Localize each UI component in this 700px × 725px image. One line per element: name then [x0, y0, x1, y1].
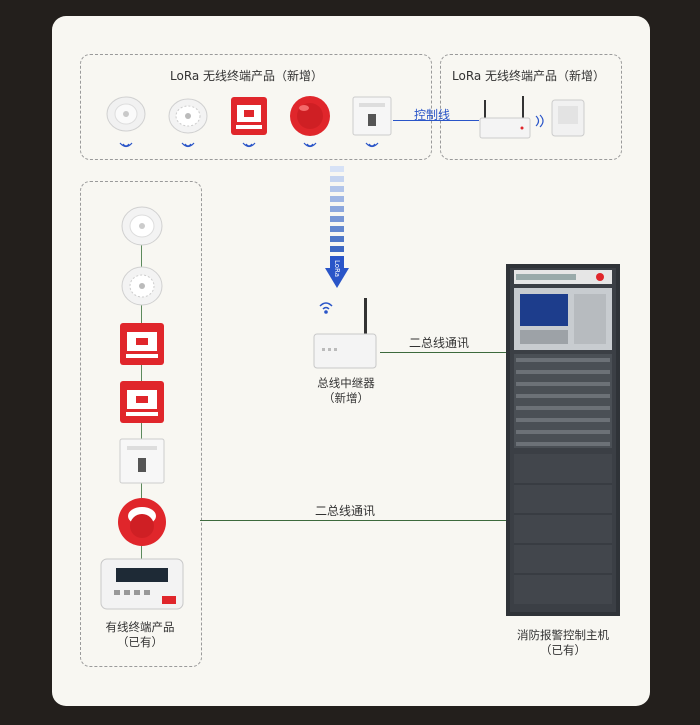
host-caption-line1: 消防报警控制主机 — [517, 628, 609, 642]
fire-alarm-host-cabinet-icon — [506, 264, 620, 616]
wired-fire-hydrant-button-icon — [120, 381, 164, 423]
bus-line-bottom — [200, 520, 506, 521]
bus-relay-icon — [313, 298, 377, 369]
wired-sounder-icon — [118, 498, 166, 546]
wireless-signal-icon — [365, 142, 379, 148]
wireless-sounder-icon — [290, 96, 330, 136]
lora-group-right-title: LoRa 无线终端产品（新增） — [452, 69, 606, 83]
speaker-icon — [551, 99, 585, 137]
wired-smoke-detector-icon — [121, 206, 163, 246]
diagram-panel: LoRa 无线终端产品（新增） LoRa 无线终端产品（新增） 控制 — [52, 16, 650, 706]
wireless-smoke-detector-icon — [106, 96, 146, 132]
wireless-signal-icon — [303, 142, 317, 148]
bus-line-top — [380, 352, 506, 353]
relay-caption-line1: 总线中继器 — [317, 376, 375, 390]
wireless-control-module-icon — [352, 96, 392, 136]
relay-caption-line2: （新增） — [323, 391, 369, 405]
wireless-signal-icon — [242, 142, 256, 148]
wireless-heat-detector-icon — [168, 98, 208, 134]
wired-heat-detector-icon — [121, 266, 163, 306]
lora-group-right-box — [440, 54, 622, 160]
host-caption-line2: （已有） — [540, 643, 586, 657]
wired-group-caption-line2: （已有） — [117, 635, 163, 649]
lora-arrow — [325, 166, 349, 288]
wireless-signal-icon — [119, 142, 133, 148]
lora-group-left-title: LoRa 无线终端产品（新增） — [170, 69, 324, 83]
wireless-signal-icon — [181, 142, 195, 148]
control-line-label: 控制线 — [414, 108, 451, 122]
signal-waves-icon — [535, 114, 544, 128]
wired-display-panel-icon — [100, 558, 184, 610]
wired-group-caption-line1: 有线终端产品 — [105, 620, 175, 634]
lora-arrow-label: LoRa — [333, 260, 341, 278]
wireless-manual-call-point-icon — [231, 97, 267, 135]
wireless-gateway-icon — [479, 96, 531, 139]
wired-group-box — [80, 181, 202, 667]
bus-label-bottom: 二总线通讯 — [315, 504, 376, 518]
lora-group-left-box — [80, 54, 432, 160]
wired-manual-call-point-icon — [120, 323, 164, 365]
control-line — [393, 120, 479, 121]
bus-label-top: 二总线通讯 — [409, 336, 470, 350]
wired-io-module-icon — [119, 438, 165, 484]
